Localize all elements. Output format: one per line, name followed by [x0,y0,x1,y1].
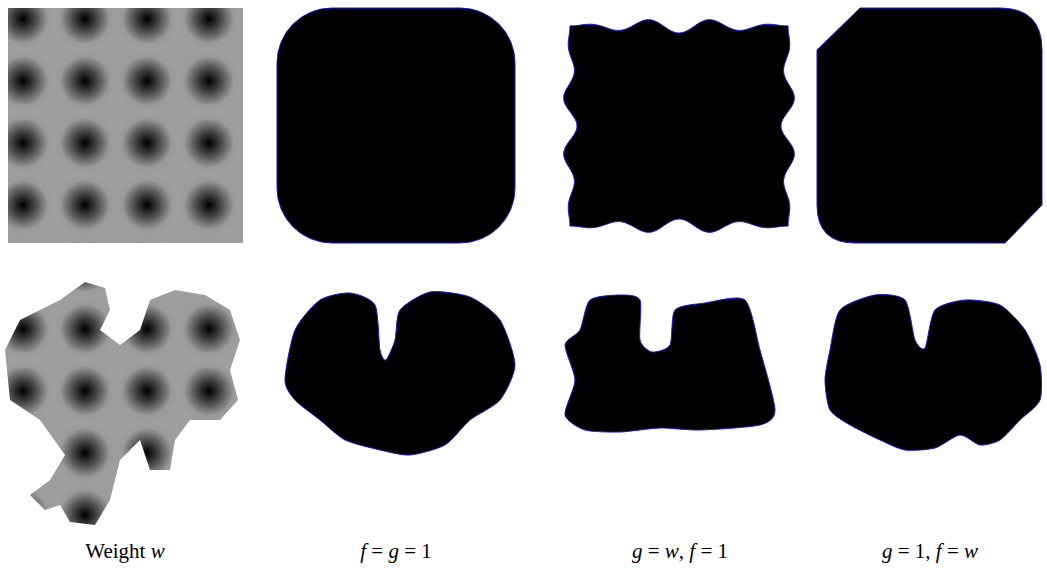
column-caption: g = 1, f = w [882,539,978,564]
column-caption: Weight w [85,539,164,564]
weight-map [8,8,243,243]
result-shape [277,8,515,243]
result-shape [285,292,515,455]
result-shape [817,8,1042,243]
result-shape [825,295,1042,451]
result-shape [565,295,775,432]
weight-map [5,282,240,525]
column-caption: f = g = 1 [360,539,432,564]
result-shape [564,20,795,233]
column-caption: g = w, f = 1 [632,539,728,564]
